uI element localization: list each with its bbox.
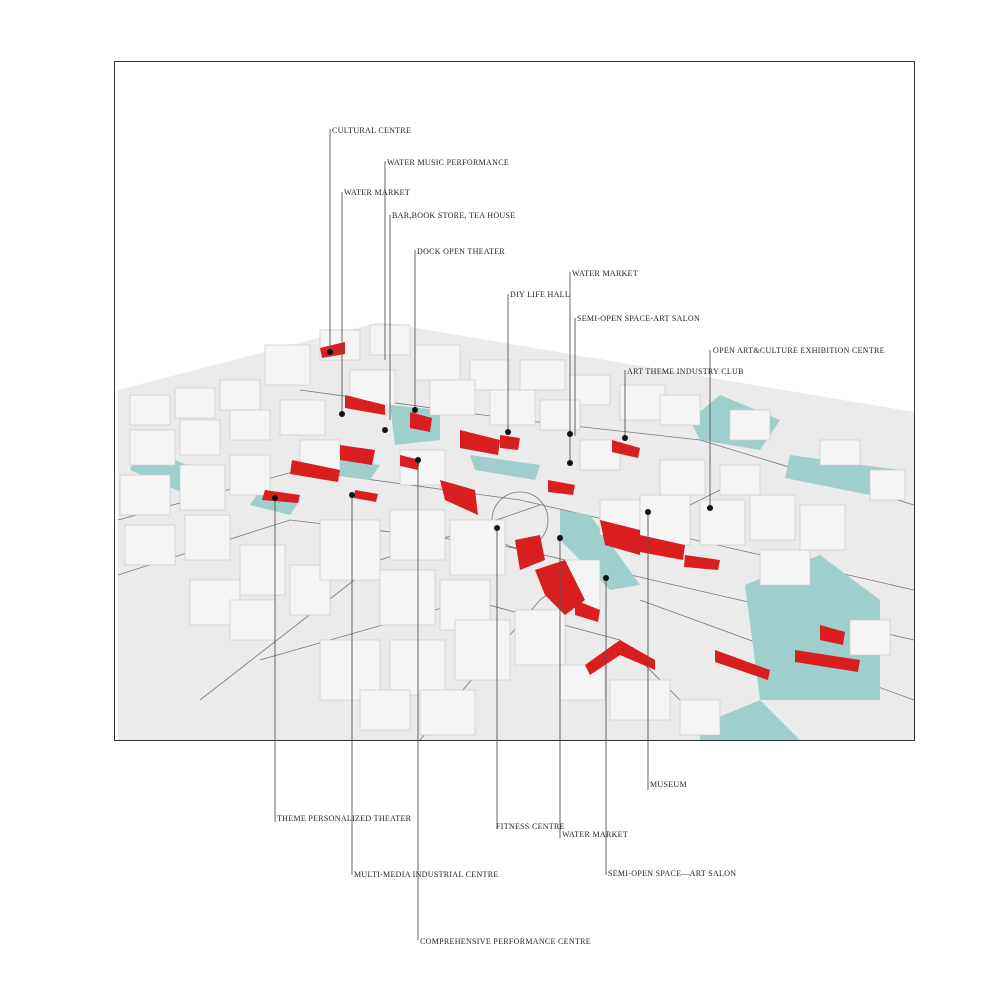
label-semi-open-art-salon-bottom: SEMI-OPEN SPACE—ART SALON xyxy=(608,869,736,878)
label-theme-personalized-theater: THEME PERSONALIZED THEATER xyxy=(277,814,412,823)
label-cultural-centre: CULTURAL CENTRE xyxy=(332,126,411,135)
label-art-theme-industry-club: ART THEME INDUSTRY CLUB xyxy=(627,367,744,376)
label-museum: MUSEUM xyxy=(650,780,687,789)
label-fitness-centre: FITNESS CENTRE xyxy=(496,822,565,831)
programme-highlights xyxy=(262,342,860,680)
label-diy-life-hall: DIY LIFE HALL xyxy=(510,290,570,299)
building-blocks xyxy=(119,324,906,736)
label-water-market-bottom: WATER MARKET xyxy=(562,830,628,839)
site-model xyxy=(117,322,915,741)
leader-lines xyxy=(274,129,711,940)
label-water-market-top: WATER MARKET xyxy=(344,188,410,197)
label-water-music-performance: WATER MUSIC PERFORMANCE xyxy=(387,158,509,167)
programme-labels: CULTURAL CENTRE WATER MUSIC PERFORMANCE … xyxy=(277,126,885,946)
anchor-points xyxy=(272,349,713,581)
label-open-art-culture-exhibition: OPEN ART&CULTURE EXHIBITION CENTRE xyxy=(713,346,885,355)
label-dock-open-theater: DOCK OPEN THEATER xyxy=(417,247,505,256)
label-comprehensive-performance: COMPREHENSIVE PERFORMANCE CENTRE xyxy=(420,937,591,946)
label-multi-media-industrial: MULTI-MEDIA INDUSTRIAL CENTRE xyxy=(354,870,499,879)
label-water-market-mid: WATER MARKET xyxy=(572,269,638,278)
label-bar-book-tea: BAR,BOOK STORE, TEA HOUSE xyxy=(392,211,515,220)
label-semi-open-art-salon-top: SEMI-OPEN SPACE-ART SALON xyxy=(577,314,700,323)
